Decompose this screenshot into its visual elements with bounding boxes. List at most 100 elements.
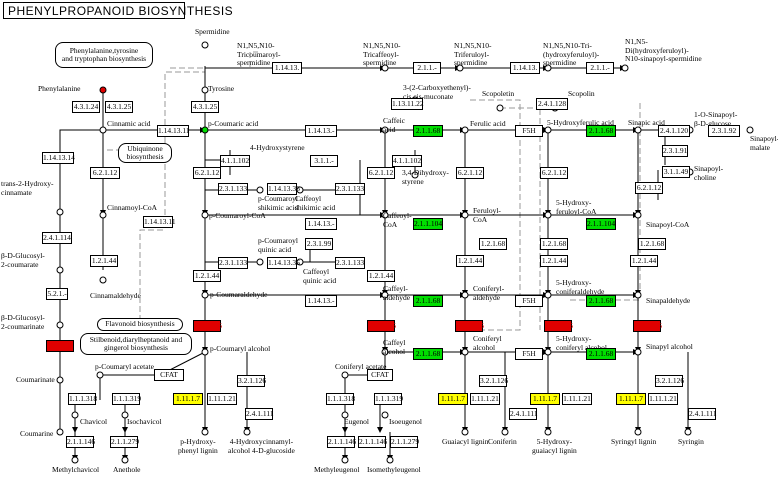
label-p-coumaryl-acetate: p-Coumaryl acetate xyxy=(95,362,154,371)
enzyme-box-e73[interactable]: 1.11.1.7 xyxy=(173,393,203,405)
enzyme-box-e82[interactable]: 2.4.1.111 xyxy=(509,408,538,420)
enzyme-box-e35[interactable]: 2.1.1.104 xyxy=(413,218,443,230)
enzyme-box-e49[interactable]: 1.2.1.44 xyxy=(540,255,568,267)
enzyme-box-e80[interactable]: 1.11.1.21 xyxy=(648,393,678,405)
enzyme-box-e32[interactable]: 2.4.1.114 xyxy=(42,232,72,244)
label-sinapic-acid: Sinapic acid xyxy=(628,118,665,127)
enzyme-box-e86[interactable]: 2.1.1.146 xyxy=(327,436,357,448)
enzyme-box-e77[interactable]: 1.11.1.7 xyxy=(530,393,560,405)
pathway-link-phe-tyr-trp[interactable]: Phenylalanine,tyrosine and tryptophan bi… xyxy=(55,42,153,68)
enzyme-box-e31[interactable]: 2.3.1.133 xyxy=(335,183,365,195)
label-glucosyl-coumarate: β-D-Glucosyl- 2-coumarate xyxy=(1,251,45,269)
enzyme-box-e79[interactable]: 1.11.1.7 xyxy=(616,393,646,405)
enzyme-box-e11[interactable]: 1.14.13.- xyxy=(305,125,337,137)
enzyme-box-e48[interactable]: 1.2.1.44 xyxy=(456,255,484,267)
enzyme-box-e30[interactable]: 1.14.13.36 xyxy=(267,183,300,195)
enzyme-box-e50[interactable]: 1.2.1.44 xyxy=(630,255,658,267)
enzyme-box-e70[interactable]: 1.1.1.319 xyxy=(112,393,142,405)
pathway-link-stilbenoid[interactable]: Stilbenoid,diarylheptanoid and gingerol … xyxy=(80,333,192,355)
enzyme-box-e56[interactable]: 1.1.1.195 xyxy=(367,320,397,332)
enzyme-box-e81[interactable]: 2.4.1.111 xyxy=(245,408,274,420)
label-caffeyl-alcohol: Caffeyl alcohol xyxy=(383,338,406,356)
enzyme-box-e26[interactable]: 6.2.1.12 xyxy=(456,167,484,179)
enzyme-box-e29[interactable]: 2.3.1.133 xyxy=(218,183,248,195)
enzyme-box-e74[interactable]: 1.11.1.21 xyxy=(207,393,237,405)
node-hydroxyconiferyl-alcohol xyxy=(544,348,552,356)
enzyme-box-e07[interactable]: 2.1.1.- xyxy=(586,62,614,74)
enzyme-box-e15[interactable]: 2.4.1.120 xyxy=(658,125,690,137)
enzyme-box-e17[interactable]: 1.14.13.14 xyxy=(42,152,75,164)
enzyme-box-e42[interactable]: 1.2.1.68 xyxy=(540,238,568,250)
enzyme-box-e46[interactable]: 1.2.1.44 xyxy=(193,270,221,282)
enzyme-box-e40[interactable]: 2.3.1.133 xyxy=(335,257,365,269)
enzyme-box-e03[interactable]: 4.3.1.25 xyxy=(191,101,219,113)
enzyme-box-e34[interactable]: 1.14.13.- xyxy=(305,218,337,230)
enzyme-box-e85[interactable]: 2.1.1.279 xyxy=(110,436,140,448)
enzyme-box-e43[interactable]: 1.2.1.68 xyxy=(638,238,666,250)
enzyme-box-e59[interactable]: 1.1.1.195 xyxy=(633,320,663,332)
enzyme-box-e64[interactable]: CFAT xyxy=(154,369,184,381)
enzyme-box-e63[interactable]: 2.1.1.68 xyxy=(586,348,616,360)
enzyme-box-e13[interactable]: F5H xyxy=(515,125,543,137)
enzyme-box-e52[interactable]: 2.1.1.68 xyxy=(413,295,443,307)
enzyme-box-e28[interactable]: 6.2.1.12 xyxy=(635,182,663,194)
label-p-coumaroyl-shikimic: p-Coumaroyl shikimic acid xyxy=(258,194,299,212)
enzyme-box-e84[interactable]: 2.1.1.146 xyxy=(66,436,96,448)
enzyme-box-e51[interactable]: 1.14.13.- xyxy=(305,295,337,307)
enzyme-box-e60[interactable]: 3.2.1.21 xyxy=(46,340,74,352)
enzyme-box-e67[interactable]: 3.2.1.126 xyxy=(479,375,509,387)
enzyme-box-e76[interactable]: 1.11.1.21 xyxy=(470,393,500,405)
enzyme-box-e72[interactable]: 1.1.1.319 xyxy=(374,393,404,405)
enzyme-box-e14[interactable]: 2.1.1.68 xyxy=(586,125,616,137)
label-syringin: Syringin xyxy=(678,437,704,446)
pathway-link-flavonoid[interactable]: Flavonoid biosynthesis xyxy=(97,318,183,331)
enzyme-box-e19[interactable]: 3.1.1.- xyxy=(310,155,338,167)
enzyme-box-e22[interactable]: 3.1.1.49 xyxy=(662,166,690,178)
enzyme-box-e23[interactable]: 6.2.1.12 xyxy=(90,167,120,179)
enzyme-box-e05[interactable]: 2.1.1.- xyxy=(413,62,441,74)
enzyme-box-e69[interactable]: 1.1.1.318 xyxy=(68,393,98,405)
enzyme-box-e08[interactable]: 1.13.11.22 xyxy=(391,98,424,110)
enzyme-box-e55[interactable]: 1.1.1.195 xyxy=(193,320,223,332)
enzyme-box-e06[interactable]: 1.14.13. xyxy=(510,62,540,74)
enzyme-box-e88[interactable]: 2.1.1.279 xyxy=(390,436,420,448)
enzyme-box-e53[interactable]: F5H xyxy=(515,295,543,307)
enzyme-box-e24[interactable]: 6.2.1.12 xyxy=(193,167,221,179)
enzyme-box-e65[interactable]: CFAT xyxy=(367,369,393,381)
enzyme-box-e36[interactable]: 2.1.1.104 xyxy=(586,218,616,230)
enzyme-box-e18[interactable]: 4.1.1.102 xyxy=(220,155,250,167)
enzyme-box-e02[interactable]: 4.3.1.25 xyxy=(105,101,133,113)
label-ferulic-acid: Ferulic acid xyxy=(470,119,506,128)
enzyme-box-e25[interactable]: 6.2.1.12 xyxy=(367,167,395,179)
enzyme-box-e75[interactable]: 1.11.1.7 xyxy=(438,393,468,405)
enzyme-box-e54[interactable]: 2.1.1.68 xyxy=(586,295,616,307)
enzyme-box-e01[interactable]: 4.3.1.24 xyxy=(72,101,100,113)
enzyme-box-e45[interactable]: 1.2.1.44 xyxy=(90,255,118,267)
enzyme-box-e21[interactable]: 2.3.1.91 xyxy=(662,145,688,157)
enzyme-box-e20[interactable]: 4.1.1.102 xyxy=(392,155,422,167)
enzyme-box-e47[interactable]: 1.2.1.44 xyxy=(367,270,395,282)
enzyme-box-e66[interactable]: 3.2.1.126 xyxy=(237,375,267,387)
enzyme-box-e68[interactable]: 3.2.1.126 xyxy=(655,375,685,387)
enzyme-box-e57[interactable]: 1.1.1.195 xyxy=(455,320,485,332)
enzyme-box-e39[interactable]: 1.14.13.36 xyxy=(267,257,300,269)
enzyme-box-e83[interactable]: 2.4.1.111 xyxy=(688,408,717,420)
enzyme-box-e09[interactable]: 2.4.1.128 xyxy=(536,98,568,110)
enzyme-box-e87[interactable]: 2.1.1.146 xyxy=(358,436,388,448)
enzyme-box-e41[interactable]: 1.2.1.68 xyxy=(479,238,507,250)
enzyme-box-e04[interactable]: 1.14.13. xyxy=(272,62,302,74)
enzyme-box-e78[interactable]: 1.11.1.21 xyxy=(562,393,592,405)
enzyme-box-e62[interactable]: F5H xyxy=(515,348,543,360)
enzyme-box-e71[interactable]: 1.1.1.318 xyxy=(326,393,356,405)
enzyme-box-e33[interactable]: 1.14.13.11 xyxy=(143,216,176,228)
enzyme-box-e37[interactable]: 2.3.1.99 xyxy=(305,238,333,250)
enzyme-box-e27[interactable]: 6.2.1.12 xyxy=(540,167,568,179)
pathway-link-ubiquinone[interactable]: Ubiquinone biosynthesis xyxy=(118,143,172,163)
enzyme-box-e10[interactable]: 1.14.13.11 xyxy=(157,125,190,137)
enzyme-box-e44[interactable]: 5.2.1.- xyxy=(46,288,68,300)
enzyme-box-e61[interactable]: 2.1.1.68 xyxy=(413,348,443,360)
enzyme-box-e16[interactable]: 2.3.1.92 xyxy=(708,125,740,137)
enzyme-box-e12[interactable]: 2.1.1.68 xyxy=(413,125,443,137)
enzyme-box-e38[interactable]: 2.3.1.133 xyxy=(218,257,248,269)
enzyme-box-e58[interactable]: 1.1.1.195 xyxy=(544,320,574,332)
